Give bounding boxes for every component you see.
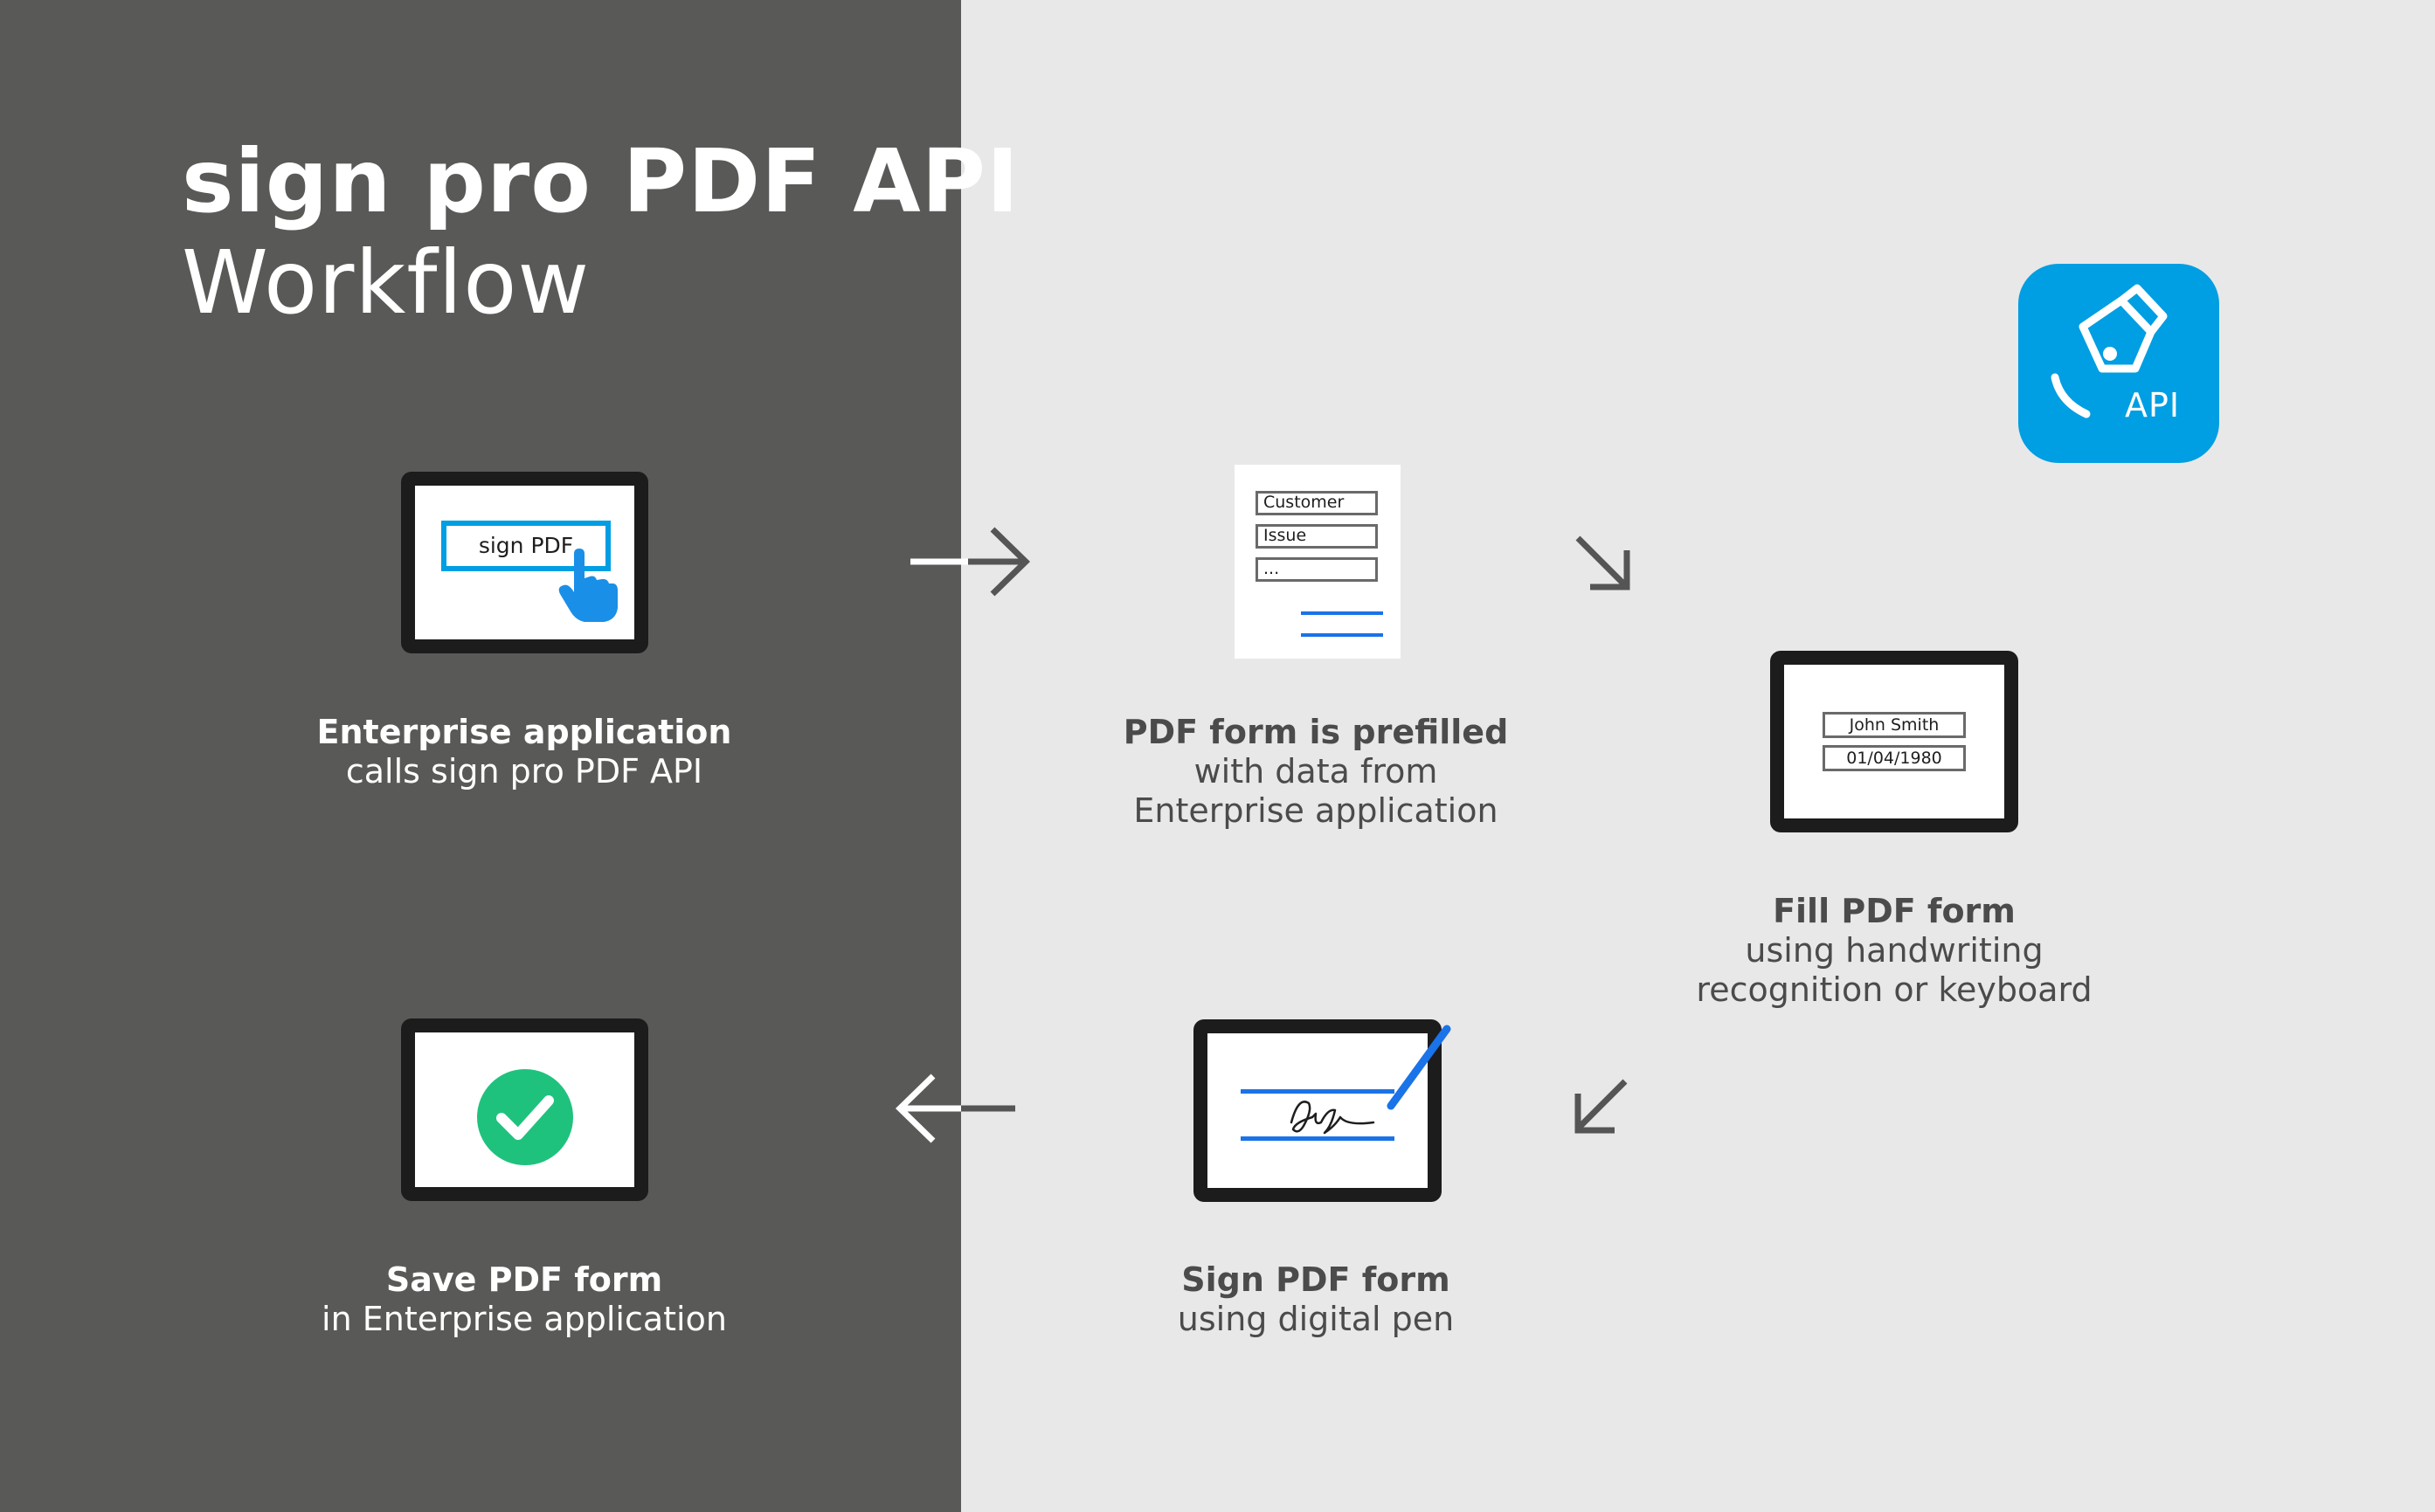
tablet-fill-form: John Smith 01/04/1980 [1770,651,2018,832]
step-line: in Enterprise application [322,1300,727,1338]
step-line: using handwriting [1745,931,2044,970]
tablet-sign [1193,1019,1442,1202]
arrow-right-icon [910,527,1031,597]
doc-line-2 [1301,633,1383,637]
arrow-down-right-icon [1575,535,1630,590]
digital-pen-icon [1387,1025,1451,1110]
sign-line-top [1241,1089,1394,1094]
step-line: with data from [1193,752,1438,791]
step-fill-caption: Fill PDF form using handwriting recognit… [1632,892,2156,1010]
step-line: calls sign pro PDF API [345,752,703,791]
sign-line-bottom [1241,1136,1394,1141]
tablet-screen [415,1032,634,1187]
form-field-date: 01/04/1980 [1823,745,1966,771]
title-line-1: sign pro PDF API [182,130,1020,232]
pdf-document: Customer Issue ... [1235,465,1401,659]
form-field-name: John Smith [1823,712,1966,738]
form-field-issue: Issue [1256,524,1378,549]
step-title: Save PDF form [385,1260,663,1299]
step-title: Fill PDF form [1773,892,2016,930]
tablet-enterprise: sign PDF [401,472,648,653]
form-field-customer: Customer [1256,491,1378,515]
signature-icon [1290,1101,1375,1135]
title-line-2: Workflow [182,231,591,334]
api-label: API [2125,386,2181,425]
step-line: Enterprise application [1133,791,1498,830]
step-line: recognition or keyboard [1696,970,2093,1009]
doc-line-1 [1301,611,1383,615]
right-panel [961,0,2435,1512]
step-enterprise-caption: Enterprise application calls sign pro PD… [262,713,786,791]
tablet-screen: John Smith 01/04/1980 [1784,665,2004,818]
step-prefill-caption: PDF form is prefilled with data from Ent… [1054,713,1578,831]
step-title: Enterprise application [316,713,732,751]
step-title: Sign PDF form [1181,1260,1450,1299]
left-panel [0,0,961,1512]
step-sign-caption: Sign PDF form using digital pen [1054,1260,1578,1339]
step-title: PDF form is prefilled [1123,713,1509,751]
step-save-caption: Save PDF form in Enterprise application [262,1260,786,1339]
hand-pointer-icon [558,549,618,622]
tablet-save [401,1018,648,1201]
step-line: using digital pen [1177,1300,1455,1338]
arrow-down-left-icon [1574,1079,1628,1134]
tablet-screen [1207,1033,1428,1188]
pen-nib-icon [2051,284,2168,418]
form-field-more: ... [1256,557,1378,582]
arrow-left-icon [895,1074,1015,1143]
check-circle-icon [477,1069,573,1165]
api-badge: API [2018,264,2219,463]
page-title: sign pro PDF API Workflow [182,129,1020,335]
tablet-screen: sign PDF [415,486,634,639]
